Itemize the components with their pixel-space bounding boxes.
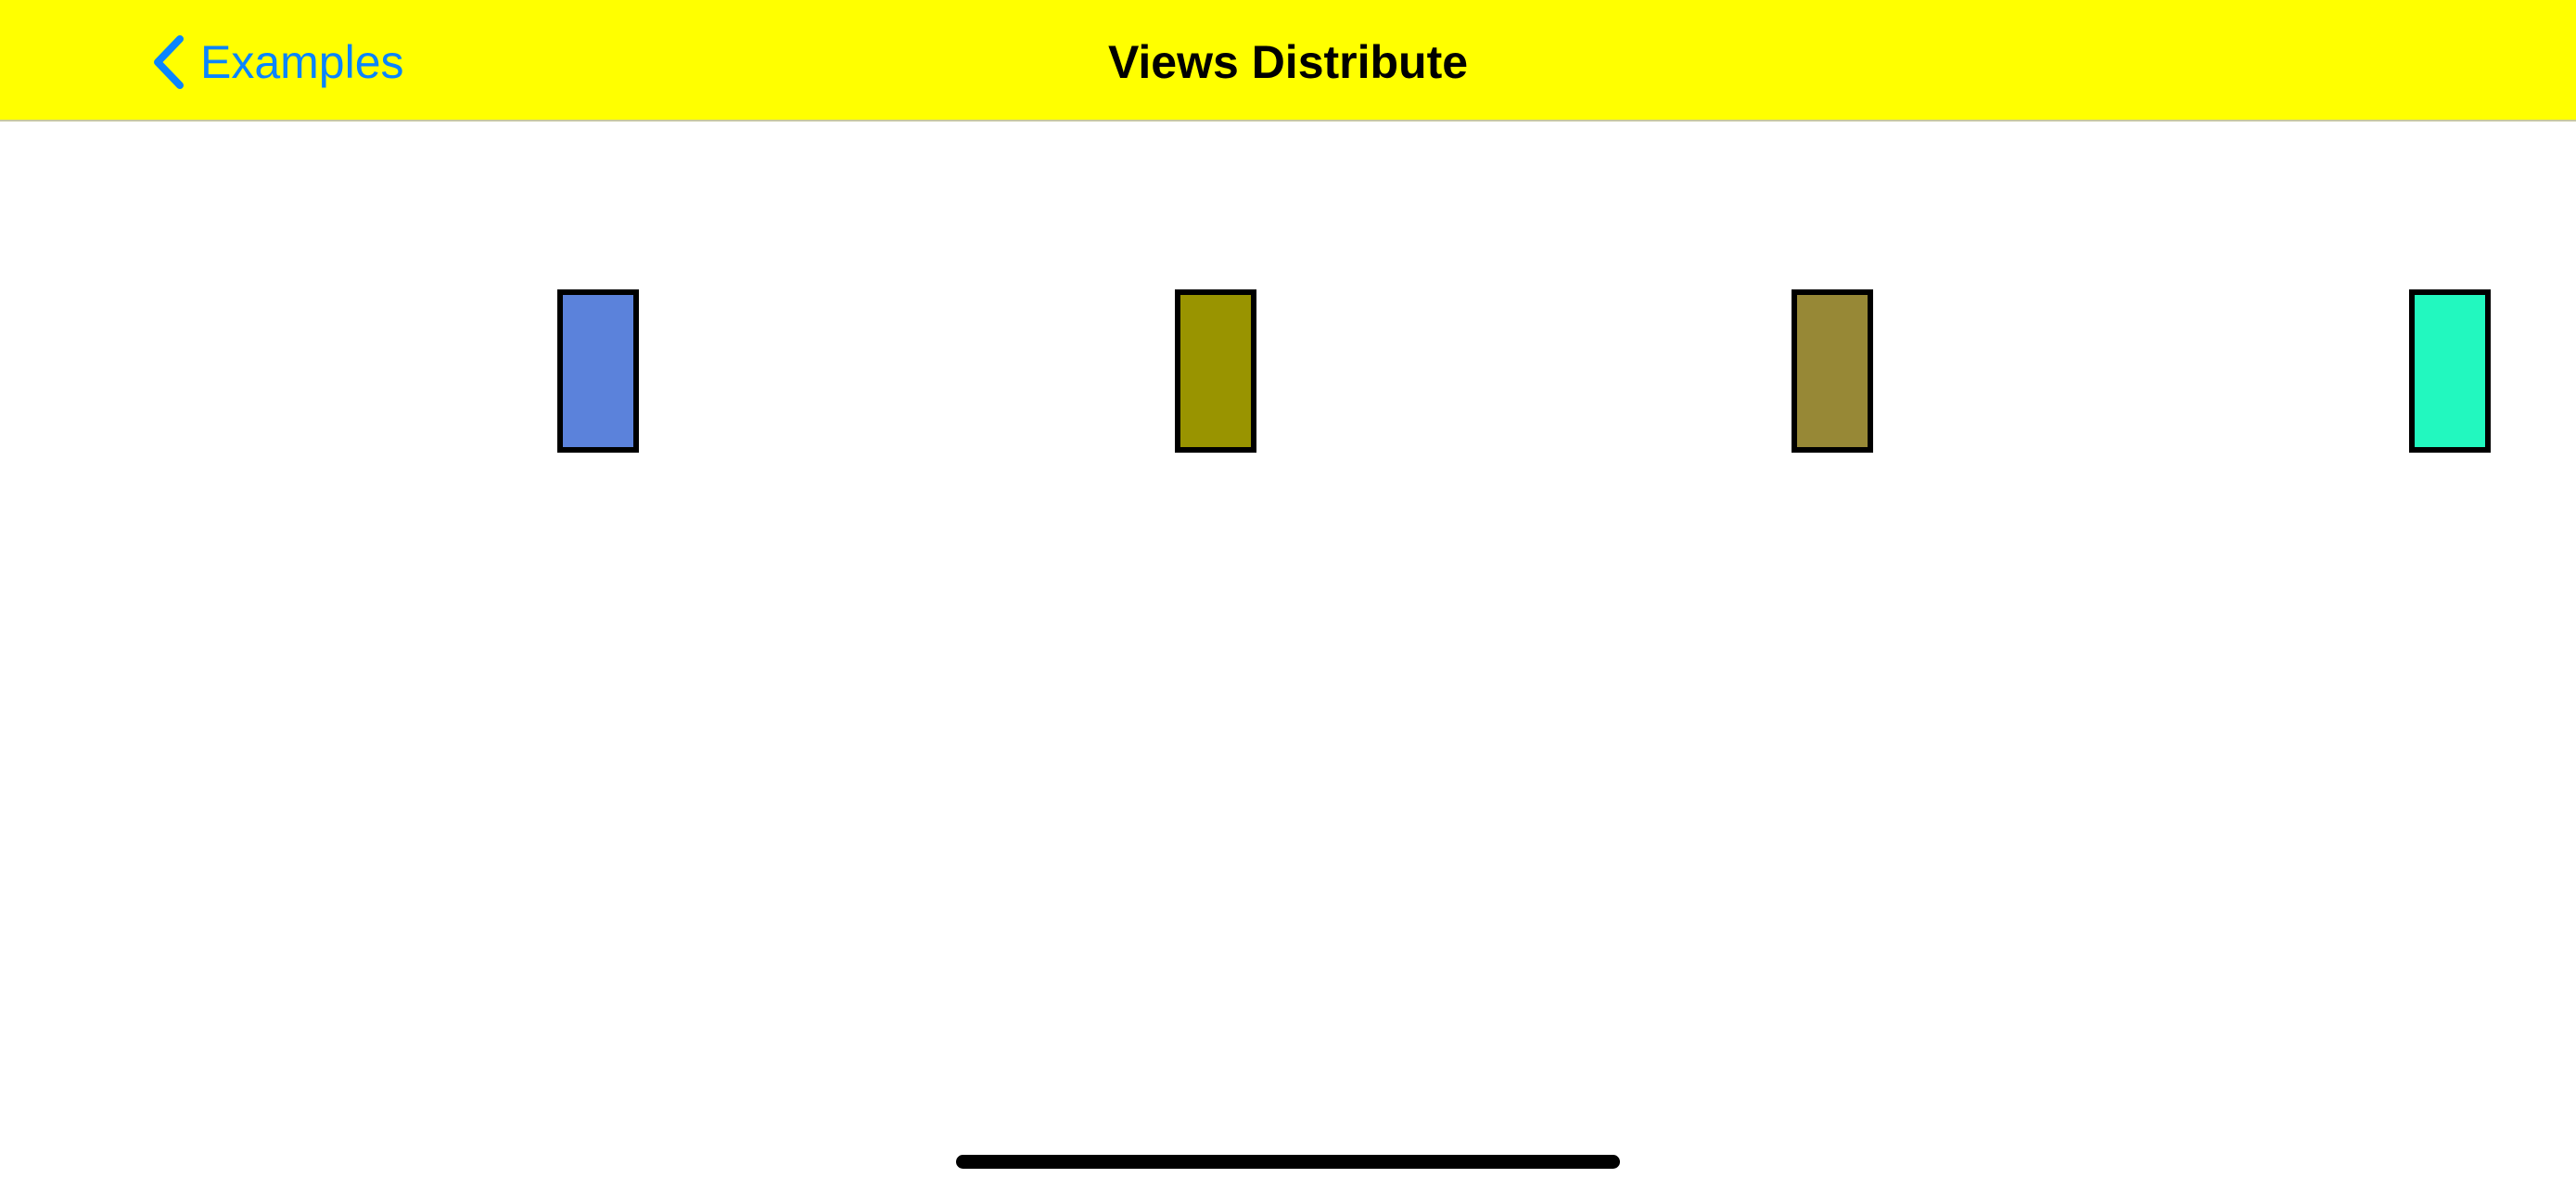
box-khaki [1792,289,1873,453]
content-area [0,122,2576,1191]
page-title: Views Distribute [1107,36,1469,88]
back-button-label: Examples [200,36,404,88]
box-blue [557,289,639,453]
box-olive [1175,289,1256,453]
navigation-bar: Examples Views Distribute [0,0,2576,122]
box-aqua [2409,289,2491,453]
back-button[interactable]: Examples [148,28,404,96]
home-indicator[interactable] [956,1155,1620,1169]
chevron-left-icon [154,35,184,89]
